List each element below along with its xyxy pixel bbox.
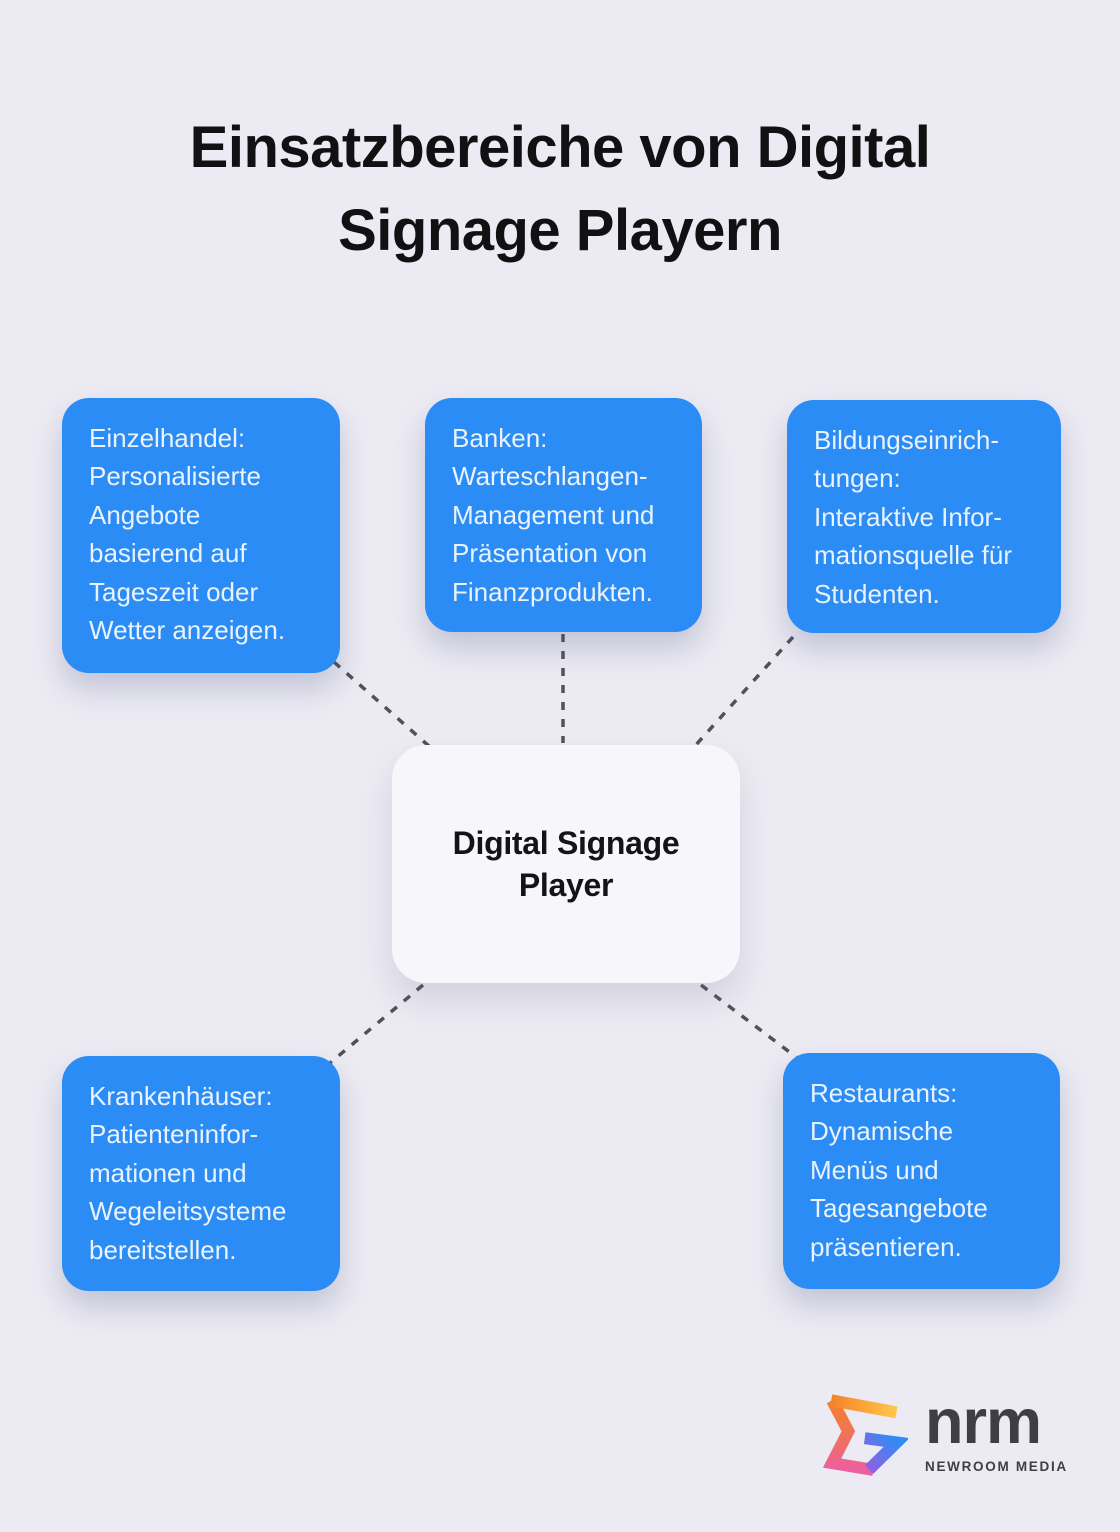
node-banken: Banken: Warteschlangen- Management und P… (425, 398, 702, 632)
node-einzelhandel-line-1: Einzelhandel: (89, 423, 246, 453)
edge-einzelhandel-center (332, 660, 432, 749)
edge-bildungseinrichtungen-center (692, 635, 795, 749)
node-banken-line-2: Warteschlangen- (452, 461, 648, 492)
node-restaurants: Restaurants: Dynamische Menüs und Tagesa… (783, 1053, 1060, 1289)
node-krankenhaeuser-line-5: bereitstellen. (89, 1234, 237, 1265)
node-krankenhaeuser-line-4: Wegeleitsysteme (89, 1196, 287, 1227)
node-banken-line-4: Präsentation von (452, 538, 648, 569)
node-krankenhaeuser-line-3: mationen und (89, 1157, 247, 1188)
brand-subtitle: NEWROOM MEDIA (925, 1459, 1068, 1475)
node-bildungseinrichtungen: Bildungseinrich- tungen: Interaktive Inf… (787, 400, 1061, 633)
node-krankenhaeuser: Krankenhäuser: Patienteninfor- mationen … (62, 1056, 340, 1291)
node-einzelhandel-line-5: Tageszeit oder (89, 576, 259, 607)
node-restaurants-line-4: Tagesangebote (810, 1193, 988, 1224)
node-einzelhandel-line-6: Wetter anzeigen. (89, 615, 286, 646)
newroom-media-logo: nrm NEWROOM MEDIA (818, 1390, 1068, 1481)
node-banken-line-5: Finanzprodukten. (452, 576, 653, 607)
node-digital-signage-player: Digital Signage Player (392, 745, 740, 983)
node-bildungseinrichtungen-line-3: Interaktive Infor- (814, 501, 1002, 532)
node-restaurants-line-1: Restaurants: (810, 1078, 958, 1108)
center-node-line-1: Digital Signage (452, 825, 680, 861)
node-restaurants-line-5: präsentieren. (810, 1231, 962, 1262)
node-krankenhaeuser-line-1: Krankenhäuser: (89, 1081, 273, 1111)
logo-text: nrm NEWROOM MEDIA (925, 1386, 1068, 1475)
node-banken-line-1: Banken: (452, 423, 548, 453)
node-restaurants-line-3: Menüs und (810, 1154, 939, 1185)
page-title-line-1: Einsatzbereiche von Digital (189, 115, 931, 180)
edge-restaurants-center (699, 983, 802, 1062)
node-einzelhandel-line-4: basierend auf (89, 538, 247, 569)
node-einzelhandel: Einzelhandel: Personalisierte Angebote b… (62, 398, 340, 673)
page-title: Einsatzbereiche von Digital Signage Play… (0, 106, 1120, 272)
center-node-line-2: Player (518, 867, 614, 903)
newroom-media-g-icon (818, 1390, 910, 1481)
node-bildungseinrichtungen-line-1: Bildungseinrich- (814, 425, 999, 455)
node-bildungseinrichtungen-line-5: Studenten. (814, 578, 940, 609)
node-banken-line-3: Management und (452, 499, 655, 530)
node-bildungseinrichtungen-line-4: mationsquelle für (814, 540, 1012, 571)
page-title-line-2: Signage Playern (338, 198, 782, 263)
brand-name: nrm (925, 1386, 1042, 1457)
node-restaurants-line-2: Dynamische (810, 1116, 954, 1147)
node-einzelhandel-line-3: Angebote (89, 499, 201, 530)
node-krankenhaeuser-line-2: Patienteninfor- (89, 1119, 259, 1150)
edge-krankenhaeuser-center (328, 983, 425, 1065)
node-einzelhandel-line-2: Personalisierte (89, 461, 261, 492)
node-bildungseinrichtungen-line-2: tungen: (814, 463, 901, 494)
